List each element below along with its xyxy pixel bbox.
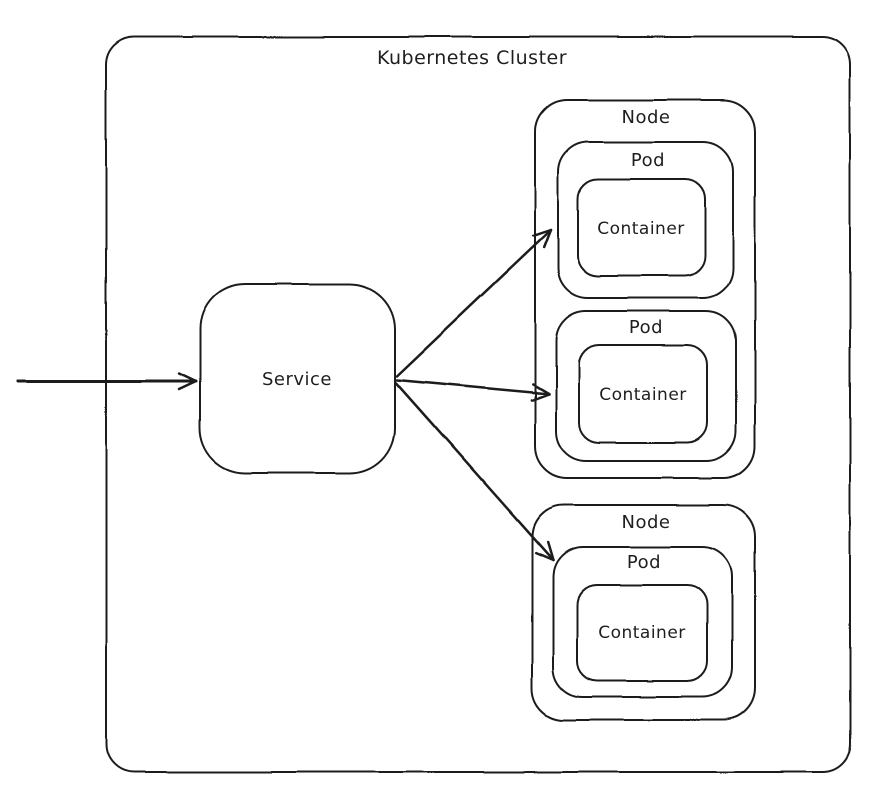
service-to-node1-pod1-arrow — [395, 228, 553, 378]
service-box — [199, 283, 396, 474]
service-label: Service — [262, 369, 332, 390]
node-1-pod-1-container-label: Container — [597, 219, 685, 239]
node-2-pod-1-label: Pod — [627, 552, 661, 573]
service-to-node1-pod2-arrow — [395, 378, 551, 402]
node-1-pod-2-container-box — [578, 344, 708, 444]
node-1-pod-1-container-box — [577, 178, 706, 277]
cluster-title-label: Kubernetes Cluster — [377, 47, 567, 69]
node-1-pod-2-container-label: Container — [599, 385, 687, 405]
node-2-pod-1-container-label: Container — [598, 623, 686, 643]
node-2-label: Node — [622, 512, 671, 533]
service-to-node2-pod1-arrow — [394, 381, 555, 562]
node-2-pod-1-container-box — [576, 584, 708, 682]
node-1-pod-2-label: Pod — [629, 317, 663, 338]
node-1-label: Node — [622, 107, 671, 128]
node-1-pod-1-label: Pod — [631, 150, 665, 171]
cluster-boundary-box — [105, 36, 851, 773]
